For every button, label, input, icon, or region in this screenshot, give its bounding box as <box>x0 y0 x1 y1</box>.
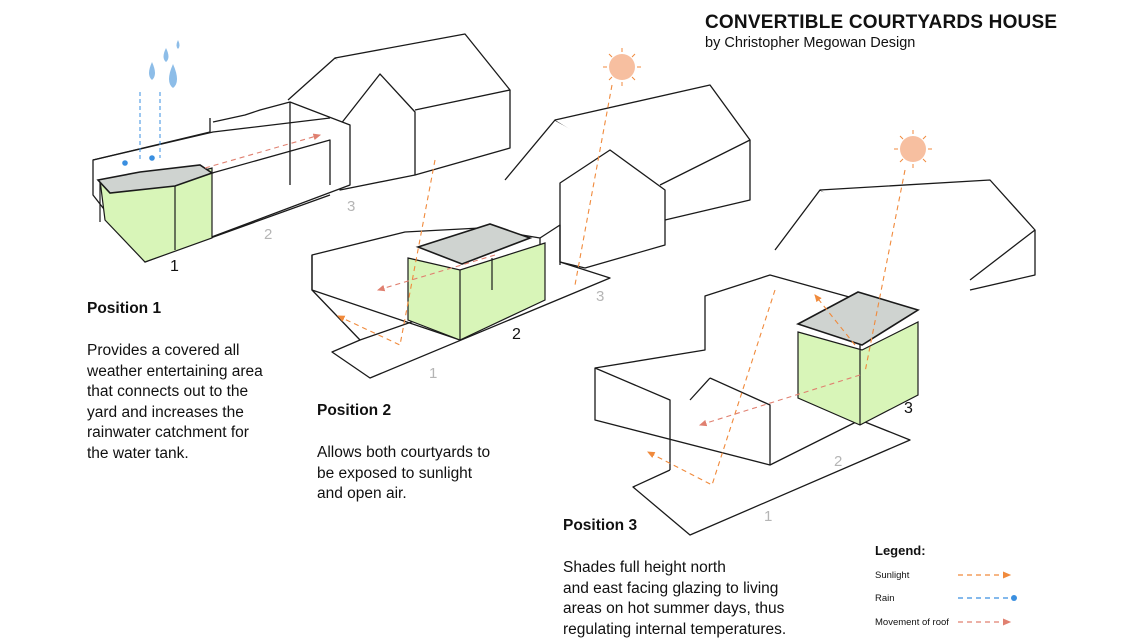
position-2-zone-label: 3 <box>596 288 605 305</box>
position-3-zone-label: 1 <box>764 508 773 525</box>
diagram-subtitle: by Christopher Megowan Design <box>705 35 916 51</box>
house-position-3 <box>594 179 1036 536</box>
position-2-number: 2 <box>512 326 521 343</box>
position-1-zone-label: 2 <box>264 226 273 243</box>
position-1-heading: Position 1 <box>87 300 162 317</box>
position-3-heading: Position 3 <box>563 517 638 534</box>
legend-label-rain: Rain <box>875 593 895 604</box>
roof-position-2 <box>415 223 533 265</box>
position-2-heading: Position 2 <box>317 402 392 419</box>
position-1-description: Provides a covered all weather entertain… <box>87 342 263 462</box>
legend-lines <box>958 571 1017 626</box>
position-3-description: Shades full height north and east facing… <box>563 559 787 638</box>
legend-title: Legend: <box>875 543 926 558</box>
position-1-zone-label: 3 <box>347 198 356 215</box>
rain-drops-icon <box>149 40 180 88</box>
legend-label-sunlight: Sunlight <box>875 570 910 581</box>
diagram-title: CONVERTIBLE COURTYARDS HOUSE <box>705 12 1058 33</box>
position-2-zone-label: 1 <box>429 365 438 382</box>
position-3-number: 3 <box>904 400 913 417</box>
position-3-zone-label: 2 <box>834 453 843 470</box>
legend-label-roof-movement: Movement of roof <box>875 617 949 628</box>
position-1-number: 1 <box>170 258 179 275</box>
courtyard-position-3 <box>797 321 919 426</box>
roof-position-3 <box>795 291 920 346</box>
sun-icon <box>894 130 932 168</box>
position-2-description: Allows both courtyards to be exposed to … <box>317 444 491 502</box>
sun-icon <box>603 48 641 86</box>
roof-position-1 <box>96 164 214 194</box>
